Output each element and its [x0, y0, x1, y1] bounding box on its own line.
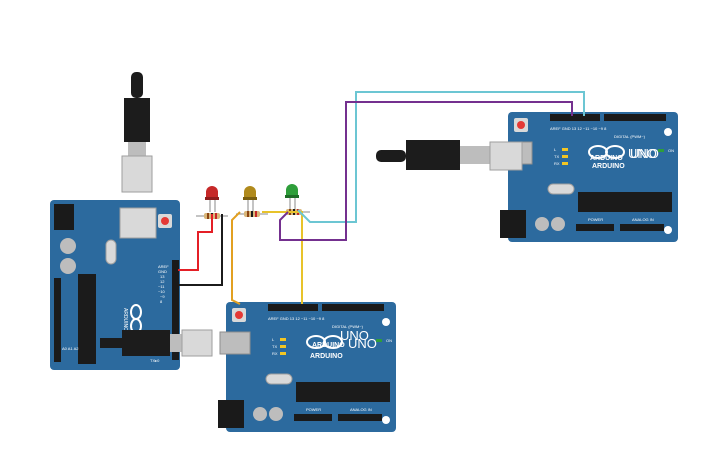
svg-text:12: 12: [160, 279, 165, 284]
svg-text:~10: ~10: [158, 289, 166, 294]
board-bottom-model: UNO: [340, 328, 369, 343]
usb-cable-right-board: [376, 140, 523, 171]
board-right-model: UNO: [628, 146, 657, 161]
wire-orange[interactable]: [231, 211, 241, 305]
svg-text:~9: ~9: [160, 294, 165, 299]
svg-text:AREF: AREF: [158, 264, 169, 269]
wire-black[interactable]: [178, 214, 223, 286]
led-green[interactable]: [285, 184, 299, 210]
svg-text:A0 A1 A2: A0 A1 A2: [62, 346, 79, 351]
board-right-brand: ARDUINO: [590, 155, 623, 162]
board-bottom-brand: ARDUINO: [312, 342, 345, 349]
led-red[interactable]: [205, 186, 219, 212]
resistor-2[interactable]: [236, 211, 268, 217]
led-yellow[interactable]: [243, 186, 257, 212]
arduino-board-left[interactable]: AREF GND 13 12 ~11 ~10 ~9 8 ARDUINO TX▸0…: [50, 200, 180, 370]
arduino-board-bottom[interactable]: [217, 301, 397, 433]
usb-cable-top: [121, 72, 153, 193]
wire-yellow[interactable]: [262, 211, 303, 304]
svg-text:13: 13: [160, 274, 165, 279]
wire-cyan[interactable]: [297, 91, 585, 223]
svg-text:~11: ~11: [158, 284, 165, 289]
svg-text:TX▸0: TX▸0: [150, 358, 160, 363]
svg-text:GND: GND: [158, 269, 167, 274]
arduino-board-right[interactable]: [499, 111, 679, 243]
svg-text:ARDUINO: ARDUINO: [122, 308, 128, 331]
wire-purple[interactable]: [279, 101, 573, 241]
svg-text:8: 8: [160, 299, 163, 304]
usb-cable-left-board: [100, 329, 213, 357]
wire-red[interactable]: [178, 214, 213, 271]
